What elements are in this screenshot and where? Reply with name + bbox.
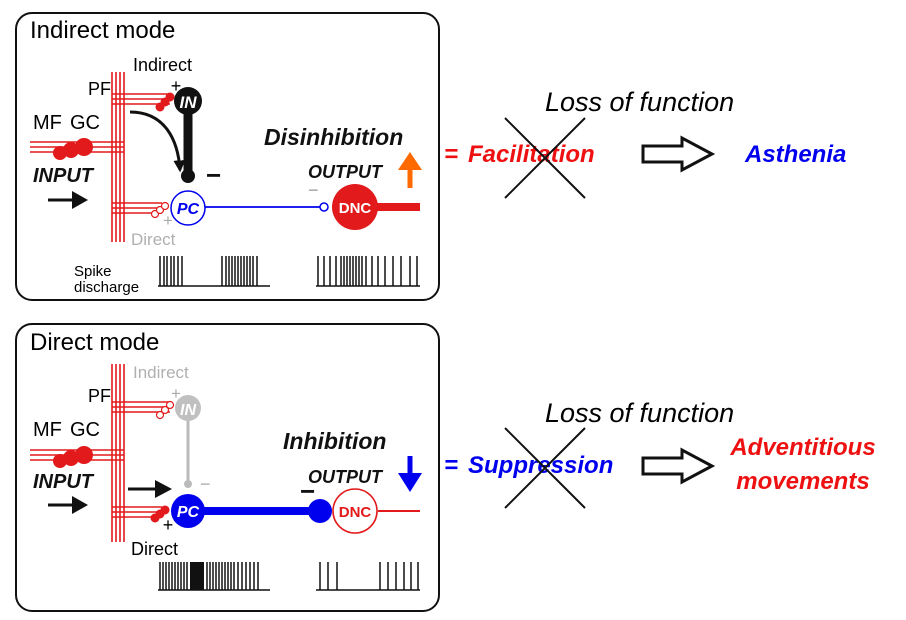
plus-sign-direct: + — [163, 211, 173, 230]
spike-train-dnc — [316, 256, 420, 287]
spike-label-line2: discharge — [74, 279, 139, 296]
in-cell-body — [174, 87, 202, 115]
pc-cell-body — [170, 190, 206, 226]
spike-train-dnc — [316, 562, 420, 591]
equals-sign: = — [444, 141, 458, 168]
dnc-neuron: DNC — [332, 488, 420, 534]
output-label: OUTPUT — [308, 467, 384, 487]
pc-synapses — [150, 201, 170, 219]
panel-frame — [15, 12, 440, 301]
in-neuron: IN + − — [171, 384, 210, 494]
consequence-label-line2: movements — [736, 468, 869, 495]
plus-sign-in: + — [171, 76, 182, 96]
in-neuron: IN + − — [171, 76, 221, 190]
effect-label: Inhibition — [283, 428, 386, 454]
pc-synapses — [150, 505, 170, 523]
direct-label: Direct — [131, 230, 176, 249]
indirect-label: Indirect — [133, 363, 189, 382]
pc-neuron: PC − — [171, 476, 332, 528]
down-arrow-icon — [398, 456, 422, 492]
minus-sign-pc: − — [300, 476, 315, 506]
hollow-arrow-icon — [641, 135, 716, 173]
plus-sign-direct: + — [163, 515, 174, 535]
equals-sign: = — [444, 452, 458, 479]
direct-label: Direct — [131, 539, 178, 559]
consequence-label: Asthenia — [744, 141, 846, 168]
dnc-label: DNC — [339, 504, 372, 521]
gc-cell — [75, 446, 93, 464]
in-label: IN — [180, 402, 196, 419]
in-label: IN — [180, 93, 198, 112]
gc-label: GC — [70, 419, 100, 441]
outcome-top: Loss of function = Facilitation Asthenia — [444, 87, 846, 199]
output-label: OUTPUT — [308, 162, 384, 182]
panel-indirect-mode: Indirect mode — [15, 12, 440, 301]
input-label: INPUT — [33, 165, 95, 187]
activity-arrow-icon — [128, 480, 172, 498]
in-terminal — [181, 169, 195, 183]
result-label: Suppression — [468, 452, 613, 479]
pc-label: PC — [177, 201, 200, 218]
loss-of-function-label: Loss of function — [545, 87, 734, 117]
pc-cell-body — [171, 494, 205, 528]
in-synapses — [155, 400, 175, 420]
gc-cell — [63, 450, 79, 466]
pf-label: PF — [88, 79, 111, 99]
in-synapses — [155, 92, 175, 112]
dnc-cell-body — [332, 184, 378, 230]
cross-icon — [504, 117, 586, 199]
input-label: INPUT — [33, 471, 95, 493]
minus-sign-pc: − — [308, 180, 319, 200]
in-cell-body — [175, 395, 201, 421]
spike-train-in — [158, 256, 270, 287]
outcome-bottom: Loss of function = Suppression Adventiti… — [444, 398, 876, 509]
pf-label: PF — [88, 386, 111, 406]
consequence-label-line1: Adventitious — [729, 434, 875, 461]
input-arrow-icon — [48, 191, 88, 209]
up-arrow-icon — [398, 152, 422, 188]
in-terminal — [184, 480, 192, 488]
mf-label: MF — [33, 112, 62, 134]
curved-arrow-icon — [129, 110, 186, 173]
gc-cell — [75, 138, 93, 156]
minus-sign-in: − — [206, 160, 221, 190]
dnc-neuron: DNC — [332, 184, 420, 230]
pc-terminal — [308, 499, 332, 523]
pc-neuron: PC − — [170, 180, 329, 226]
pc-terminal — [319, 202, 329, 212]
minus-sign-in: − — [200, 474, 211, 494]
dnc-label: DNC — [339, 200, 372, 217]
indirect-label: Indirect — [133, 55, 192, 75]
mf-label: MF — [33, 419, 62, 441]
panel-title: Direct mode — [30, 329, 159, 356]
dnc-cell-body — [332, 488, 378, 534]
plus-sign-in: + — [171, 384, 181, 403]
gc-cells — [53, 138, 93, 160]
spike-train-pc — [158, 562, 270, 591]
hollow-arrow-icon — [641, 447, 716, 485]
gc-label: GC — [70, 112, 100, 134]
spike-label-line1: Spike — [74, 263, 112, 280]
gc-cells — [53, 446, 93, 468]
pc-label: PC — [177, 504, 200, 521]
gc-cell — [63, 142, 79, 158]
loss-of-function-label: Loss of function — [545, 398, 734, 428]
input-arrow-icon — [48, 496, 88, 514]
effect-label: Disinhibition — [264, 124, 403, 150]
cross-icon — [504, 427, 586, 509]
panel-frame — [15, 323, 440, 612]
panel-title: Indirect mode — [30, 17, 175, 44]
panel-direct-mode: Direct mode — [15, 323, 440, 612]
